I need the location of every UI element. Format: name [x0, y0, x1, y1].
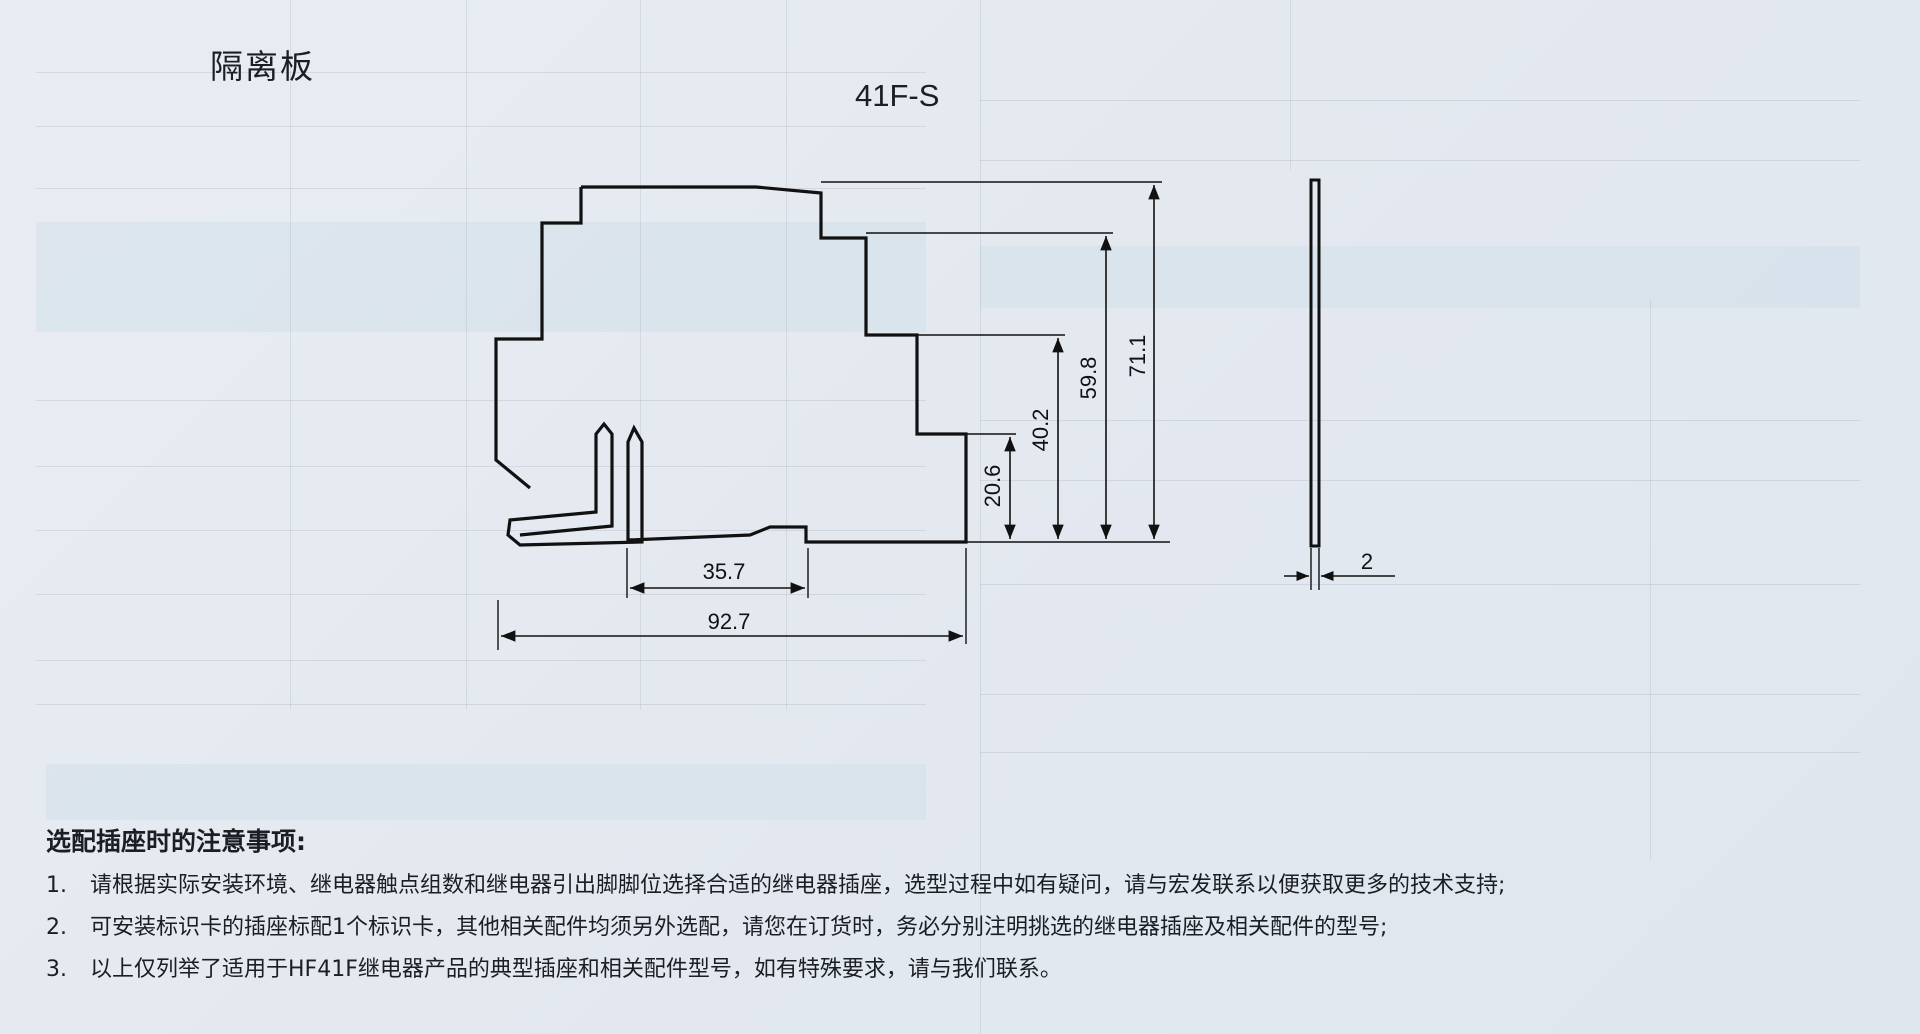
- section-title: 隔离板: [210, 47, 315, 86]
- background-rule: [1290, 0, 1291, 170]
- horizontal-dimensions: [501, 582, 963, 642]
- background-band: [980, 246, 1860, 308]
- background-rule: [980, 160, 1860, 161]
- plate-side-view: [1309, 178, 1321, 548]
- dim-59-8: 59.8: [1076, 357, 1101, 400]
- background-rule: [36, 660, 926, 661]
- note-text: 可安装标识卡的插座标配1个标识卡，其他相关配件均须另外选配，请您在订货时，务必分…: [90, 915, 1388, 940]
- dim-92-7: 92.7: [708, 609, 751, 634]
- dim-35-7: 35.7: [703, 559, 746, 584]
- background-rule: [980, 420, 1860, 421]
- dim-40-2: 40.2: [1028, 409, 1053, 452]
- background-rule: [786, 0, 787, 710]
- note-number: 3.: [46, 957, 67, 982]
- note-text: 以上仅列举了适用于HF41F继电器产品的典型插座和相关配件型号，如有特殊要求，请…: [90, 957, 1062, 982]
- notes-section: 选配插座时的注意事项: 1. 请根据实际安装环境、继电器触点组数和继电器引出脚脚位…: [46, 822, 1906, 996]
- background-rule: [1650, 300, 1651, 860]
- vertical-dimensions: [1004, 185, 1160, 539]
- note-number: 2.: [46, 915, 67, 940]
- dim-71-1: 71.1: [1125, 335, 1150, 378]
- note-number: 1.: [46, 873, 67, 898]
- slot-detail: [509, 442, 630, 540]
- note-item: 3. 以上仅列举了适用于HF41F继电器产品的典型插座和相关配件型号，如有特殊要求…: [46, 954, 1906, 996]
- background-rule: [980, 480, 1860, 481]
- background-rule: [466, 0, 467, 710]
- background-band: [36, 222, 926, 332]
- note-item: 2. 可安装标识卡的插座标配1个标识卡，其他相关配件均须另外选配，请您在订货时，务…: [46, 912, 1906, 954]
- model-label: 41F-S: [855, 78, 940, 113]
- background-rule: [36, 704, 926, 705]
- background-rule: [290, 0, 291, 710]
- background-rule: [36, 530, 926, 531]
- background-rule: [36, 188, 926, 189]
- background-rule: [980, 0, 981, 1034]
- extension-lines: [497, 181, 1170, 650]
- background-rule: [980, 752, 1860, 753]
- background-rule: [980, 694, 1860, 695]
- note-item: 1. 请根据实际安装环境、继电器触点组数和继电器引出脚脚位选择合适的继电器插座，选…: [46, 870, 1906, 912]
- background-rule: [36, 400, 926, 401]
- background-rule: [980, 100, 1860, 101]
- background-rule: [36, 466, 926, 467]
- background-rule: [36, 594, 926, 595]
- thickness-dimension: [1284, 548, 1395, 590]
- plate-profile-outline: [494, 185, 968, 547]
- background-band: [46, 764, 926, 820]
- notes-title: 选配插座时的注意事项:: [46, 827, 306, 856]
- background-rule: [36, 72, 926, 73]
- background-rule: [36, 126, 926, 127]
- background-rule: [980, 584, 1860, 585]
- background-rule: [640, 0, 641, 710]
- dim-20-6: 20.6: [980, 465, 1005, 508]
- dim-2: 2: [1361, 549, 1373, 574]
- note-text: 请根据实际安装环境、继电器触点组数和继电器引出脚脚位选择合适的继电器插座，选型过…: [90, 873, 1506, 898]
